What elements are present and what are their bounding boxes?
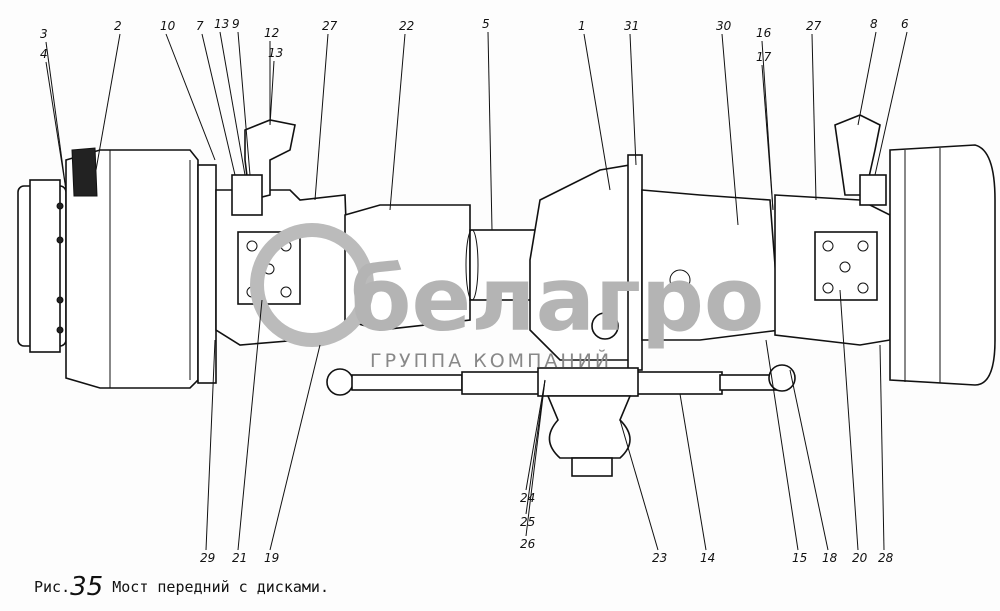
callout-label: 31 bbox=[624, 19, 639, 33]
leader-line bbox=[874, 31, 908, 176]
leader-line bbox=[389, 33, 406, 211]
right-steering-knuckle bbox=[774, 114, 891, 346]
leader-line bbox=[269, 60, 275, 126]
callout-label: 6 bbox=[901, 17, 909, 31]
leader-line bbox=[721, 33, 739, 226]
callout-label: 26 bbox=[520, 537, 536, 551]
caption-prefix: Рис. bbox=[34, 578, 71, 596]
leader-line bbox=[95, 33, 121, 171]
callout-label: 1 bbox=[578, 19, 586, 33]
callout-label: 7 bbox=[196, 19, 204, 33]
callout-label: 21 bbox=[232, 551, 247, 565]
leader-line bbox=[789, 369, 829, 551]
callout-label: 9 bbox=[232, 17, 240, 31]
leader-line bbox=[619, 419, 659, 551]
callout-label: 15 bbox=[792, 551, 807, 565]
leader-line bbox=[811, 33, 817, 201]
leader-line bbox=[237, 31, 251, 176]
watermark-subtitle: ГРУППА КОМПАНИЙ bbox=[370, 349, 612, 372]
callout-label: 28 bbox=[878, 551, 894, 565]
leader-line bbox=[583, 33, 611, 191]
drive-flange bbox=[537, 367, 639, 477]
callout-label: 20 bbox=[852, 551, 868, 565]
leader-line bbox=[205, 339, 216, 551]
callout-label: 14 bbox=[700, 551, 715, 565]
callout-label: 17 bbox=[756, 50, 772, 64]
callout-label: 4 bbox=[40, 47, 48, 61]
leader-line bbox=[487, 31, 493, 231]
leader-line bbox=[679, 393, 707, 551]
figure-number: 35 bbox=[70, 572, 104, 602]
leader-line bbox=[237, 299, 263, 551]
leader-line bbox=[45, 61, 67, 191]
watermark-logo: белагро ГРУППА КОМПАНИЙ bbox=[250, 223, 764, 372]
leader-line bbox=[629, 33, 637, 166]
leader-line bbox=[45, 41, 67, 191]
callout-label: 13 bbox=[268, 46, 283, 60]
callout-label: 3 bbox=[40, 27, 48, 41]
leader-line bbox=[201, 33, 236, 176]
callout-label: 16 bbox=[756, 26, 772, 40]
callout-label: 19 bbox=[264, 551, 279, 565]
leader-line bbox=[839, 289, 859, 551]
callout-label: 18 bbox=[822, 551, 838, 565]
callout-label: 12 bbox=[264, 26, 279, 40]
leader-line bbox=[761, 64, 774, 211]
leader-line bbox=[525, 379, 546, 491]
callout-label: 10 bbox=[160, 19, 176, 33]
leader-line bbox=[525, 379, 546, 537]
callout-label: 13 bbox=[214, 17, 229, 31]
right-wheel-tire bbox=[889, 144, 996, 386]
watermark-brand: белагро bbox=[350, 248, 764, 351]
leader-line bbox=[765, 339, 799, 551]
left-wheel-hub bbox=[17, 147, 217, 389]
leader-line bbox=[857, 31, 877, 126]
leader-line bbox=[269, 344, 321, 551]
callout-label: 27 bbox=[806, 19, 822, 33]
callout-label: 23 bbox=[652, 551, 667, 565]
leader-line bbox=[219, 31, 246, 176]
callout-label: 2 bbox=[114, 19, 122, 33]
callout-label: 22 bbox=[399, 19, 414, 33]
callout-label: 5 bbox=[482, 17, 490, 31]
callout-label: 30 bbox=[716, 19, 732, 33]
callout-label: 27 bbox=[322, 19, 338, 33]
callout-label: 8 bbox=[870, 17, 878, 31]
callout-label: 29 bbox=[200, 551, 215, 565]
figure-caption: Рис.35 Мост передний с дисками. bbox=[34, 572, 329, 602]
leader-line bbox=[879, 344, 885, 551]
leader-line bbox=[314, 33, 329, 201]
leader-line bbox=[165, 33, 216, 161]
caption-title: Мост передний с дисками. bbox=[112, 578, 329, 596]
axle-housing bbox=[344, 154, 781, 371]
